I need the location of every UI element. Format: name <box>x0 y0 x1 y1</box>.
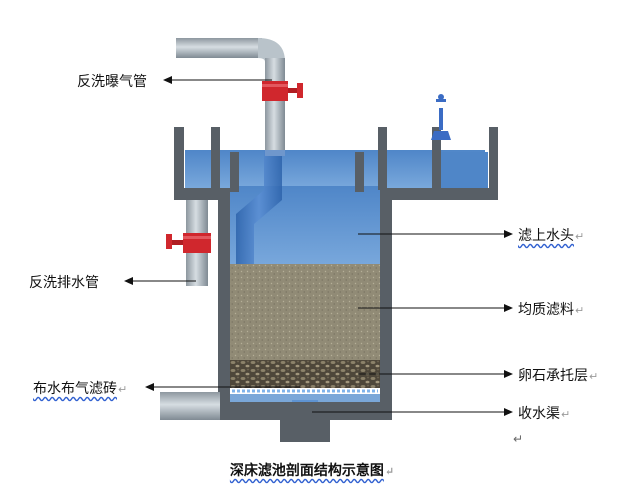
backwash-air-valve <box>262 81 303 101</box>
underdrain-water <box>230 394 380 402</box>
label-gravel-layer: 卵石承托层↵ <box>518 368 599 384</box>
water-clear-channel <box>440 152 488 190</box>
diagram-caption: 深床滤池剖面结构示意图↵ <box>229 463 395 479</box>
backwash-drain-valve <box>166 233 211 253</box>
filter-media-layer <box>230 264 380 362</box>
tank-walls <box>174 127 498 442</box>
air-duct-inner <box>236 150 282 264</box>
gravel-support-layer <box>230 360 380 388</box>
level-gauge <box>431 94 451 140</box>
leader-lines <box>124 76 513 416</box>
label-collection-channel: 收水渠↵ <box>518 406 571 422</box>
label-backwash-drain-pipe: 反洗排水管 <box>29 275 99 291</box>
paragraph-mark: ↵ <box>513 432 524 446</box>
label-distribution-brick: 布水布气滤砖↵ <box>33 381 128 397</box>
label-filter-media: 均质滤料↵ <box>518 302 585 318</box>
label-backwash-air-pipe: 反洗曝气管 <box>77 74 147 90</box>
bottom-inlet-pipe <box>160 392 220 420</box>
label-water-head: 滤上水头↵ <box>518 228 585 244</box>
